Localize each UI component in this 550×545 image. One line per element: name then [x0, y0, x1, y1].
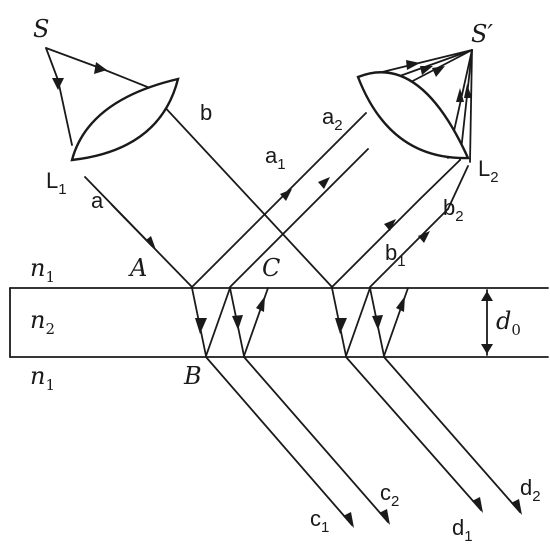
- label-beam-c1: c1: [310, 506, 329, 536]
- label-l2: L2: [478, 156, 499, 186]
- label-image-s-prime: S′: [471, 20, 493, 48]
- label-point-c: C: [262, 254, 280, 282]
- thickness-indicator: [481, 289, 493, 356]
- label-beam-b2: b2: [443, 195, 464, 225]
- label-n1-bottom: n1: [30, 362, 55, 394]
- source-rays: [45, 47, 151, 146]
- label-beam-a1: a1: [265, 143, 286, 173]
- label-thickness-d0: d0: [496, 307, 521, 339]
- label-beam-b1: b1: [385, 240, 406, 270]
- transmitted-beams: [205, 356, 522, 528]
- label-beam-a2: a2: [322, 104, 343, 134]
- lens-l1: [70, 77, 180, 162]
- label-l1: L1: [46, 168, 67, 198]
- label-n1-top: n1: [30, 254, 55, 286]
- beam-b: [159, 101, 333, 288]
- label-n2: n2: [30, 306, 55, 338]
- label-source-s: S: [33, 15, 49, 43]
- label-point-a: A: [128, 254, 147, 282]
- film-internal-rays-right: [331, 287, 409, 357]
- label-point-b: B: [183, 362, 202, 390]
- film-internal-rays-left: [191, 287, 269, 357]
- label-beam-c2: c2: [380, 480, 399, 510]
- label-beam-a: a: [91, 188, 104, 213]
- reflected-beams-b: [331, 159, 469, 288]
- label-beam-d1: d1: [452, 515, 473, 545]
- lens-l2: [356, 71, 470, 160]
- beam-a: [84, 112, 369, 288]
- label-beam-d2: d2: [520, 475, 541, 505]
- label-beam-b: b: [200, 100, 212, 125]
